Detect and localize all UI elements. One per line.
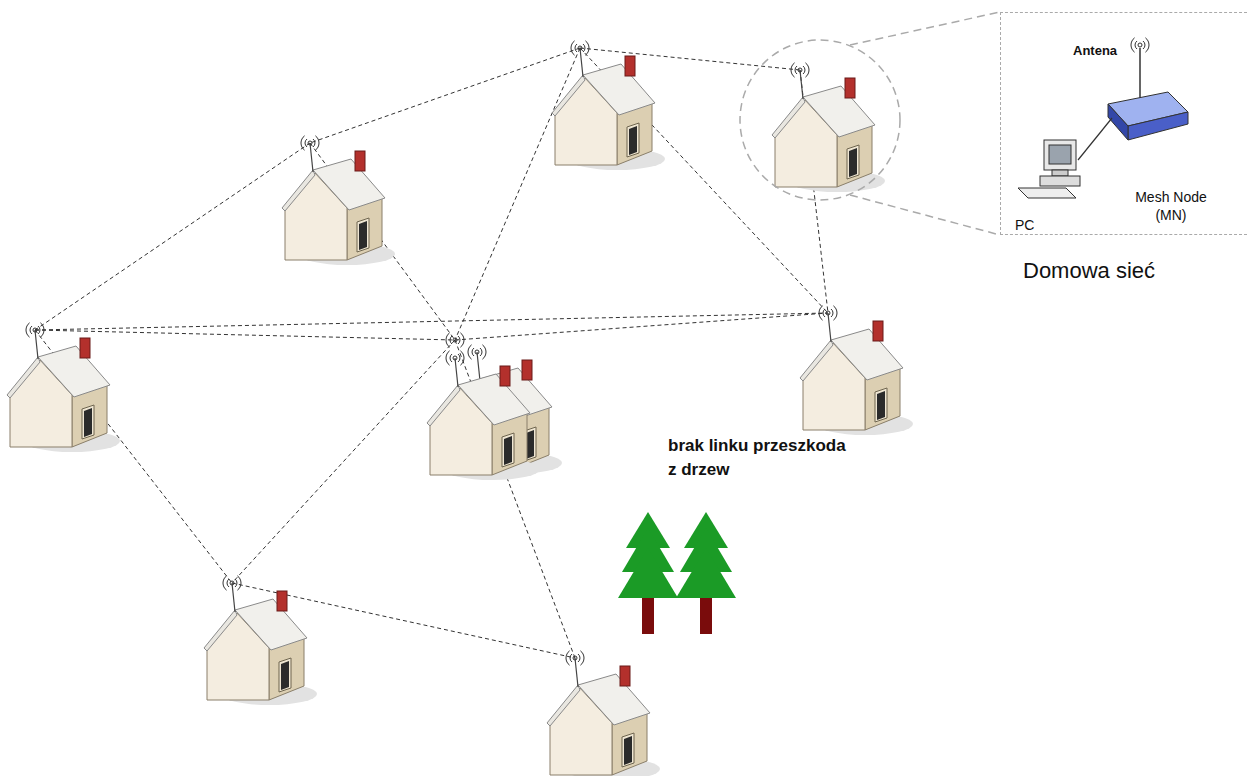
wireless-link <box>232 340 455 583</box>
part-label: Mesh Node (MN) <box>1129 189 1213 224</box>
home-network-figure <box>1018 38 1188 198</box>
antenna-symbol <box>223 576 241 590</box>
wireless-link <box>455 313 828 340</box>
antenna-symbol <box>571 41 589 55</box>
house <box>547 658 660 776</box>
inset-panel: AntenaPCMesh Node (MN)Domowa sieć <box>1000 12 1247 235</box>
wireless-link <box>310 48 580 143</box>
house <box>427 358 540 480</box>
tree <box>618 512 678 634</box>
wireless-link <box>35 143 310 330</box>
panel-heading: Domowa sieć <box>1023 257 1155 285</box>
house <box>772 70 885 192</box>
house <box>552 48 665 170</box>
house <box>7 330 120 452</box>
antenna-symbol <box>819 306 837 320</box>
wireless-link <box>35 330 455 340</box>
antenna-symbol <box>446 351 464 365</box>
zoom-callout <box>740 12 1000 235</box>
antenna-symbol <box>1131 38 1149 52</box>
antenna-symbol <box>791 63 809 77</box>
part-label: Antena <box>1073 43 1117 59</box>
antenna-symbol <box>26 323 44 337</box>
part-label: PC <box>1015 217 1034 235</box>
wireless-link <box>455 340 575 658</box>
antenna-symbol <box>468 345 486 359</box>
tree <box>676 512 736 634</box>
wireless-link <box>455 48 580 340</box>
houses <box>7 41 913 776</box>
note-label: brak linku przeszkoda z drzew <box>668 434 858 482</box>
antenna-symbol <box>566 651 584 665</box>
mesh-links <box>35 48 828 658</box>
house <box>800 313 913 435</box>
antenna-symbol <box>446 333 464 347</box>
house <box>282 143 395 265</box>
wireless-link <box>35 330 232 583</box>
trees <box>618 512 736 634</box>
house <box>204 583 317 705</box>
antenna-symbol <box>301 136 319 150</box>
